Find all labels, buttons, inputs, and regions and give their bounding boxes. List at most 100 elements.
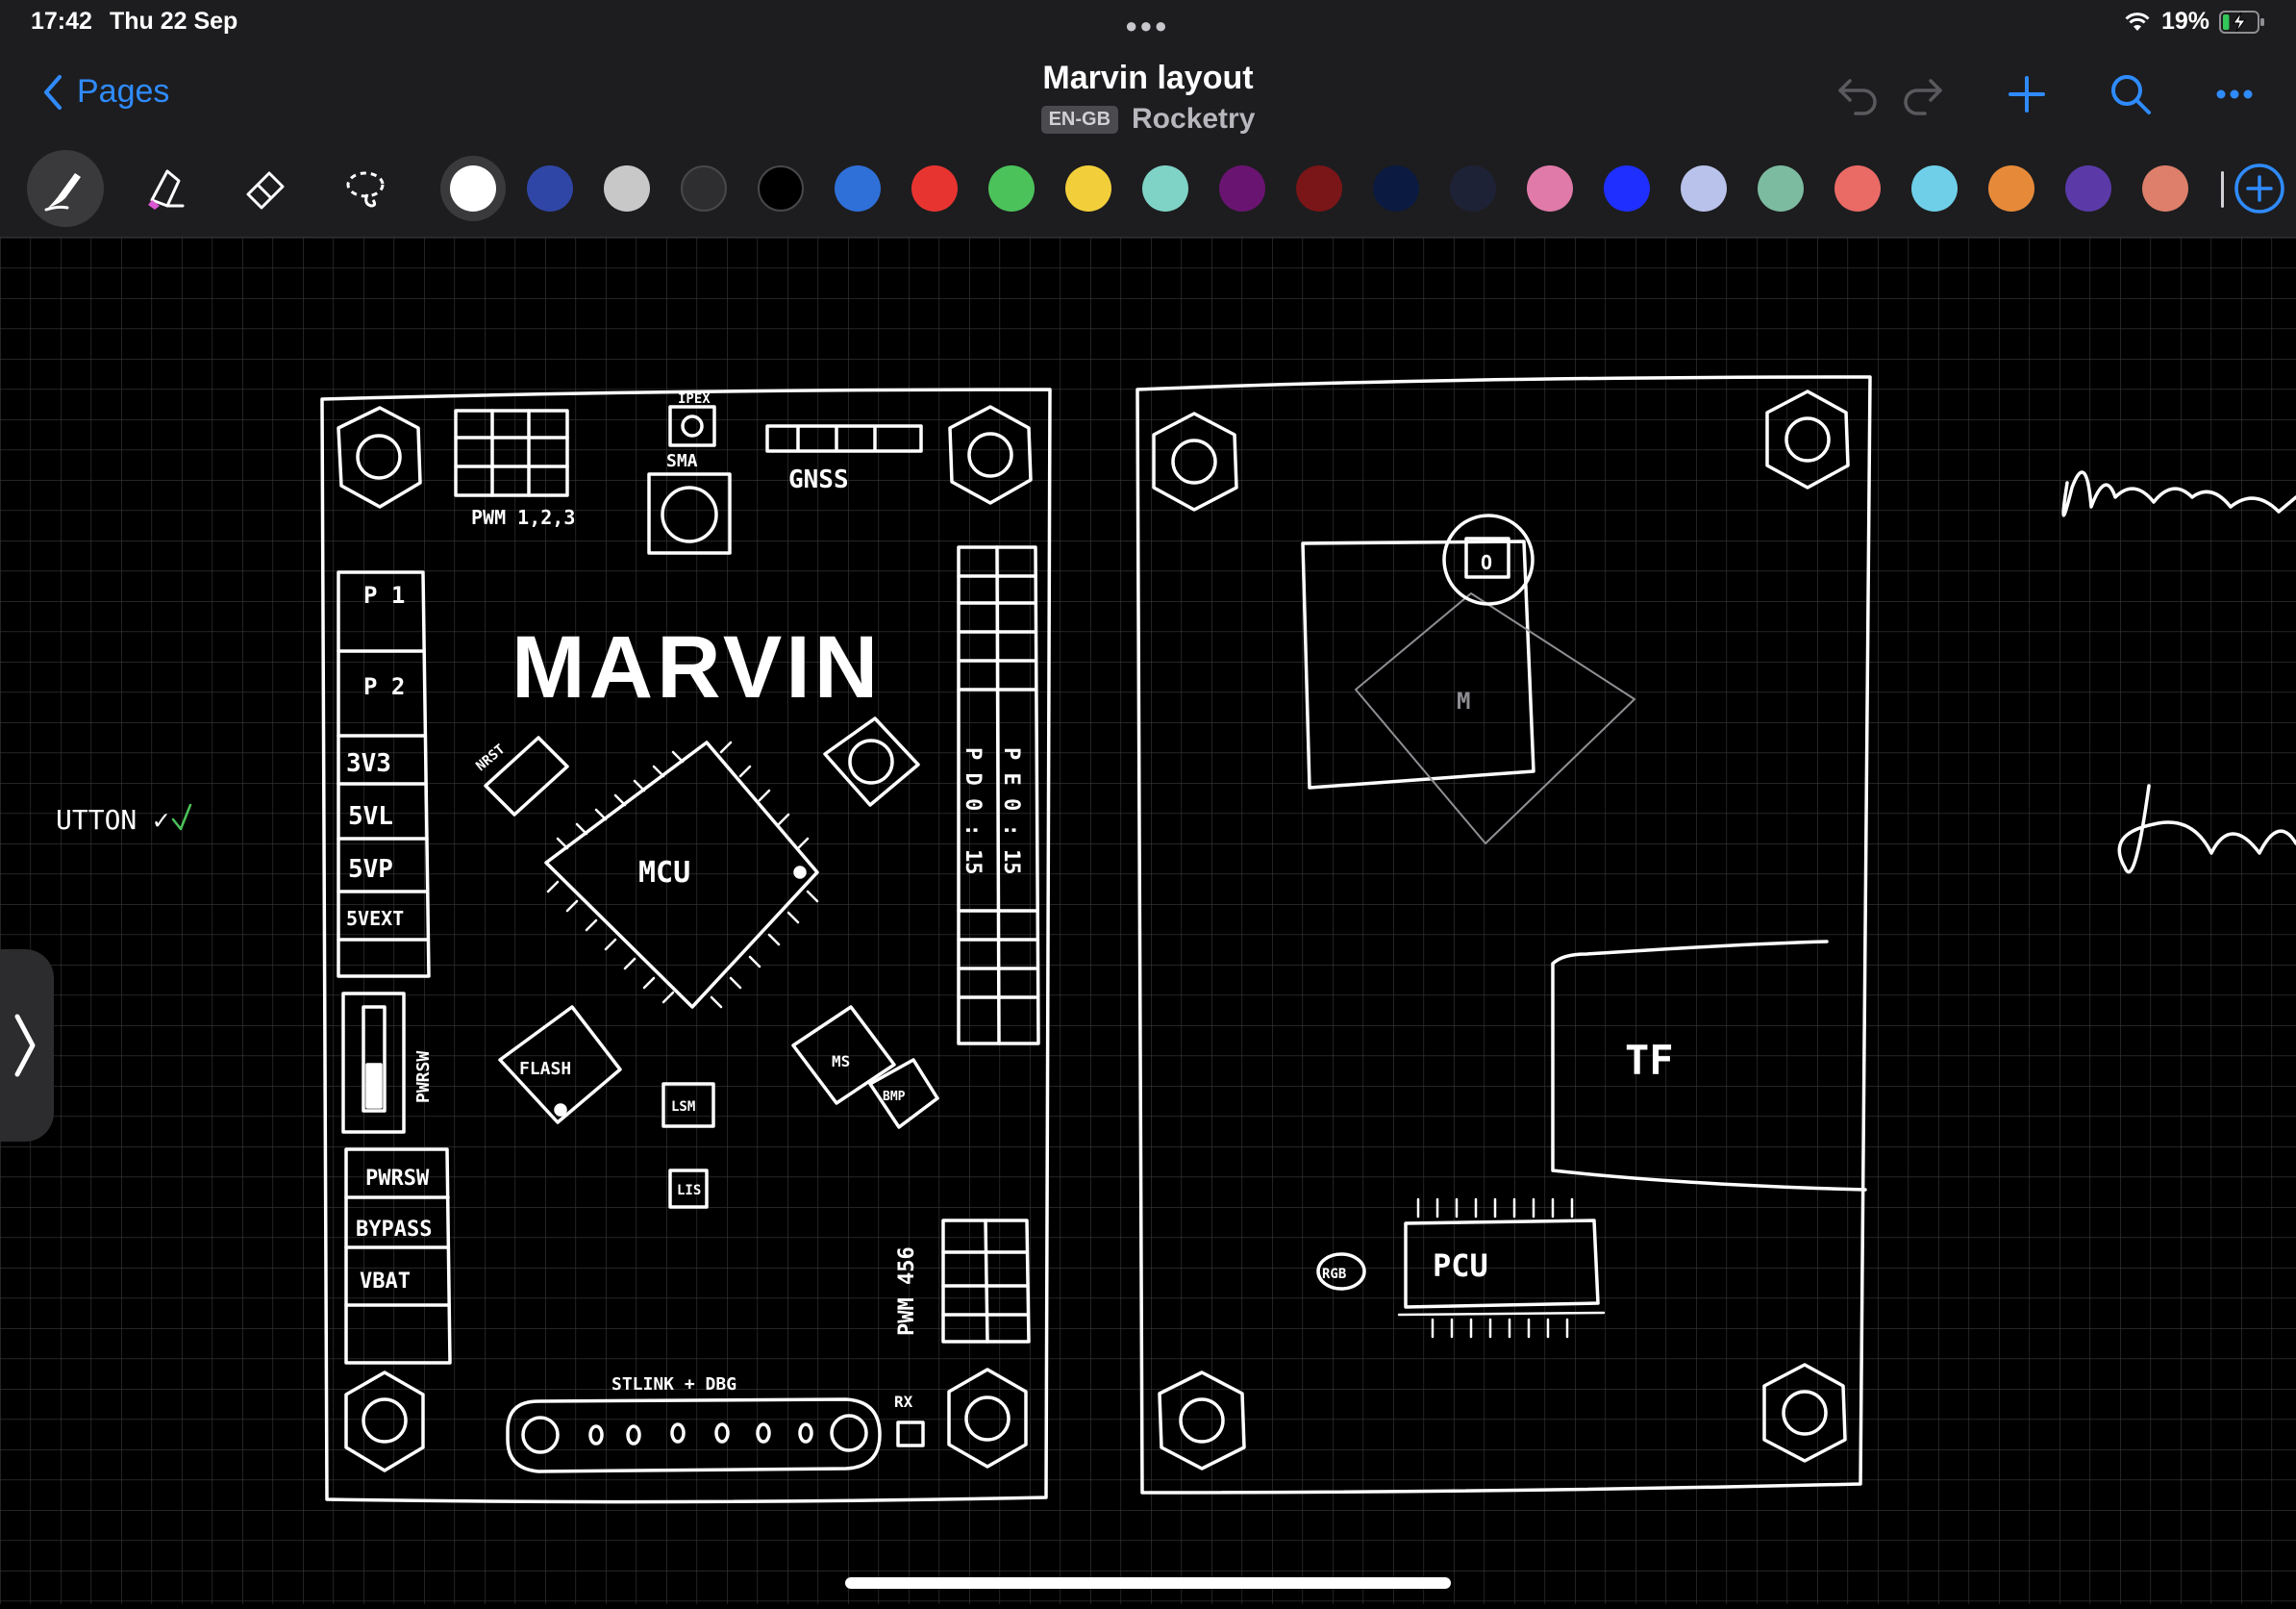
- color-swatch[interactable]: [2142, 165, 2188, 212]
- swatch-divider: [2221, 171, 2224, 208]
- nrst-button: [484, 736, 569, 817]
- note-canvas[interactable]: MARVIN PWM 1,2,3 IPEX SMA GNSS P 1 P 2 3…: [0, 238, 2296, 1604]
- color-swatch[interactable]: [1604, 165, 1650, 212]
- back-to-pages-button[interactable]: Pages: [42, 73, 169, 111]
- color-swatch[interactable]: [1911, 165, 1958, 212]
- add-page-button[interactable]: [1994, 67, 2059, 121]
- rgb-led: [1316, 1252, 1366, 1291]
- document-title[interactable]: Marvin layout: [1042, 60, 1254, 96]
- home-indicator[interactable]: [845, 1577, 1451, 1589]
- sidebar-expand-tab[interactable]: [0, 949, 54, 1142]
- label-p1: P 1: [363, 582, 405, 609]
- label-pe: P E 0 : 15: [999, 747, 1023, 874]
- pen-tool-button[interactable]: [27, 150, 104, 227]
- battery-percent: 19%: [2160, 8, 2209, 35]
- color-swatch[interactable]: [1142, 165, 1188, 212]
- label-bmp: BMP: [883, 1090, 906, 1104]
- color-swatch[interactable]: [1065, 165, 1111, 212]
- label-pwm-1-3: PWM 1,2,3: [471, 506, 575, 529]
- nav-actions: [1825, 67, 2267, 121]
- stlink-debug-header: [506, 1397, 882, 1473]
- status-right: 19%: [2123, 8, 2267, 36]
- color-swatch[interactable]: [604, 165, 650, 212]
- color-swatch[interactable]: [1988, 165, 2034, 212]
- lsm-chip: [661, 1082, 715, 1128]
- add-color-icon: [2234, 163, 2284, 214]
- color-swatch[interactable]: [758, 165, 804, 212]
- label-tf: TF: [1625, 1037, 1674, 1084]
- label-gnss: GNSS: [788, 465, 849, 494]
- sma-connector: [647, 472, 732, 555]
- color-swatch[interactable]: [450, 165, 496, 212]
- multitasking-dots-icon[interactable]: ●●●: [1125, 13, 1169, 38]
- color-swatch[interactable]: [988, 165, 1035, 212]
- bmp-sensor: [868, 1058, 939, 1129]
- search-icon: [2111, 75, 2151, 114]
- sketch-drawing: MARVIN PWM 1,2,3 IPEX SMA GNSS P 1 P 2 3…: [0, 238, 2296, 1604]
- ipex-connector: [668, 405, 716, 447]
- add-color-button[interactable]: [2233, 162, 2286, 215]
- redo-button[interactable]: [1890, 67, 1956, 121]
- redo-icon: [1904, 79, 1942, 115]
- color-swatch[interactable]: [911, 165, 958, 212]
- tab-checkmark-icon: [171, 803, 192, 831]
- label-5vp: 5VP: [348, 855, 393, 884]
- status-left: 17:42 Thu 22 Sep: [31, 8, 237, 36]
- gnss-module: [765, 424, 923, 453]
- back-board-outline: [1136, 375, 1872, 1495]
- o-connector: [1442, 514, 1535, 606]
- color-swatch[interactable]: [1450, 165, 1496, 212]
- power-switch-vertical: [341, 992, 406, 1134]
- margin-text-left: UTTON ✓: [56, 804, 169, 836]
- undo-button[interactable]: [1825, 67, 1890, 121]
- color-swatch[interactable]: [1681, 165, 1727, 212]
- left-connector-stack: [337, 570, 431, 978]
- color-swatch[interactable]: [681, 165, 727, 212]
- label-rx: RX: [894, 1393, 913, 1411]
- label-pwrsw-vertical: PWRSW: [413, 1051, 434, 1103]
- m-module-ghost: [1355, 592, 1635, 844]
- search-button[interactable]: [2098, 67, 2163, 121]
- label-rgb: RGB: [1322, 1267, 1346, 1282]
- label-3v3: 3V3: [346, 749, 391, 778]
- m-module: [1301, 540, 1535, 790]
- label-ms: MS: [832, 1052, 850, 1070]
- label-5vext: 5VEXT: [346, 907, 404, 930]
- document-subtitle: EN-GB Rocketry: [0, 103, 2296, 136]
- flash-chip: [498, 1005, 622, 1124]
- label-bypass: BYPASS: [356, 1218, 432, 1242]
- color-swatch[interactable]: [1834, 165, 1881, 212]
- color-swatch[interactable]: [527, 165, 573, 212]
- label-pcu: PCU: [1433, 1247, 1488, 1284]
- notebook-name[interactable]: Rocketry: [1132, 103, 1256, 135]
- lasso-tool-button[interactable]: [327, 150, 404, 227]
- drawing-toolbar: [0, 142, 2296, 238]
- pwm-1-3-header: [454, 409, 569, 497]
- reset-button-component: [823, 717, 920, 807]
- front-mount-holes: [337, 405, 1033, 1472]
- label-5vl: 5VL: [348, 802, 393, 831]
- color-swatch[interactable]: [835, 165, 881, 212]
- back-label: Pages: [77, 73, 170, 110]
- label-sma: SMA: [666, 451, 698, 471]
- ms-sensor: [791, 1005, 896, 1105]
- rx-pad: [896, 1420, 925, 1447]
- margin-text-right-top: Ultrasp: [2067, 531, 2132, 549]
- margin-scribble-right-bottom: [2117, 784, 2296, 874]
- chevron-left-icon: [44, 74, 62, 110]
- more-options-button[interactable]: [2202, 67, 2267, 121]
- battery-charging-icon: [2219, 10, 2264, 34]
- pwm-4-5-6-header: [941, 1219, 1031, 1344]
- color-swatch[interactable]: [1219, 165, 1265, 212]
- pen-icon: [44, 173, 81, 212]
- eraser-tool-button[interactable]: [227, 150, 304, 227]
- highlighter-tool-button[interactable]: [127, 150, 204, 227]
- status-date: Thu 22 Sep: [109, 8, 238, 35]
- color-swatch[interactable]: [1296, 165, 1342, 212]
- color-swatch[interactable]: [2065, 165, 2111, 212]
- pd-pe-headers: [957, 545, 1040, 1045]
- color-swatch[interactable]: [1527, 165, 1573, 212]
- color-swatch[interactable]: [1758, 165, 1804, 212]
- eraser-icon: [246, 171, 285, 210]
- color-swatch[interactable]: [1373, 165, 1419, 212]
